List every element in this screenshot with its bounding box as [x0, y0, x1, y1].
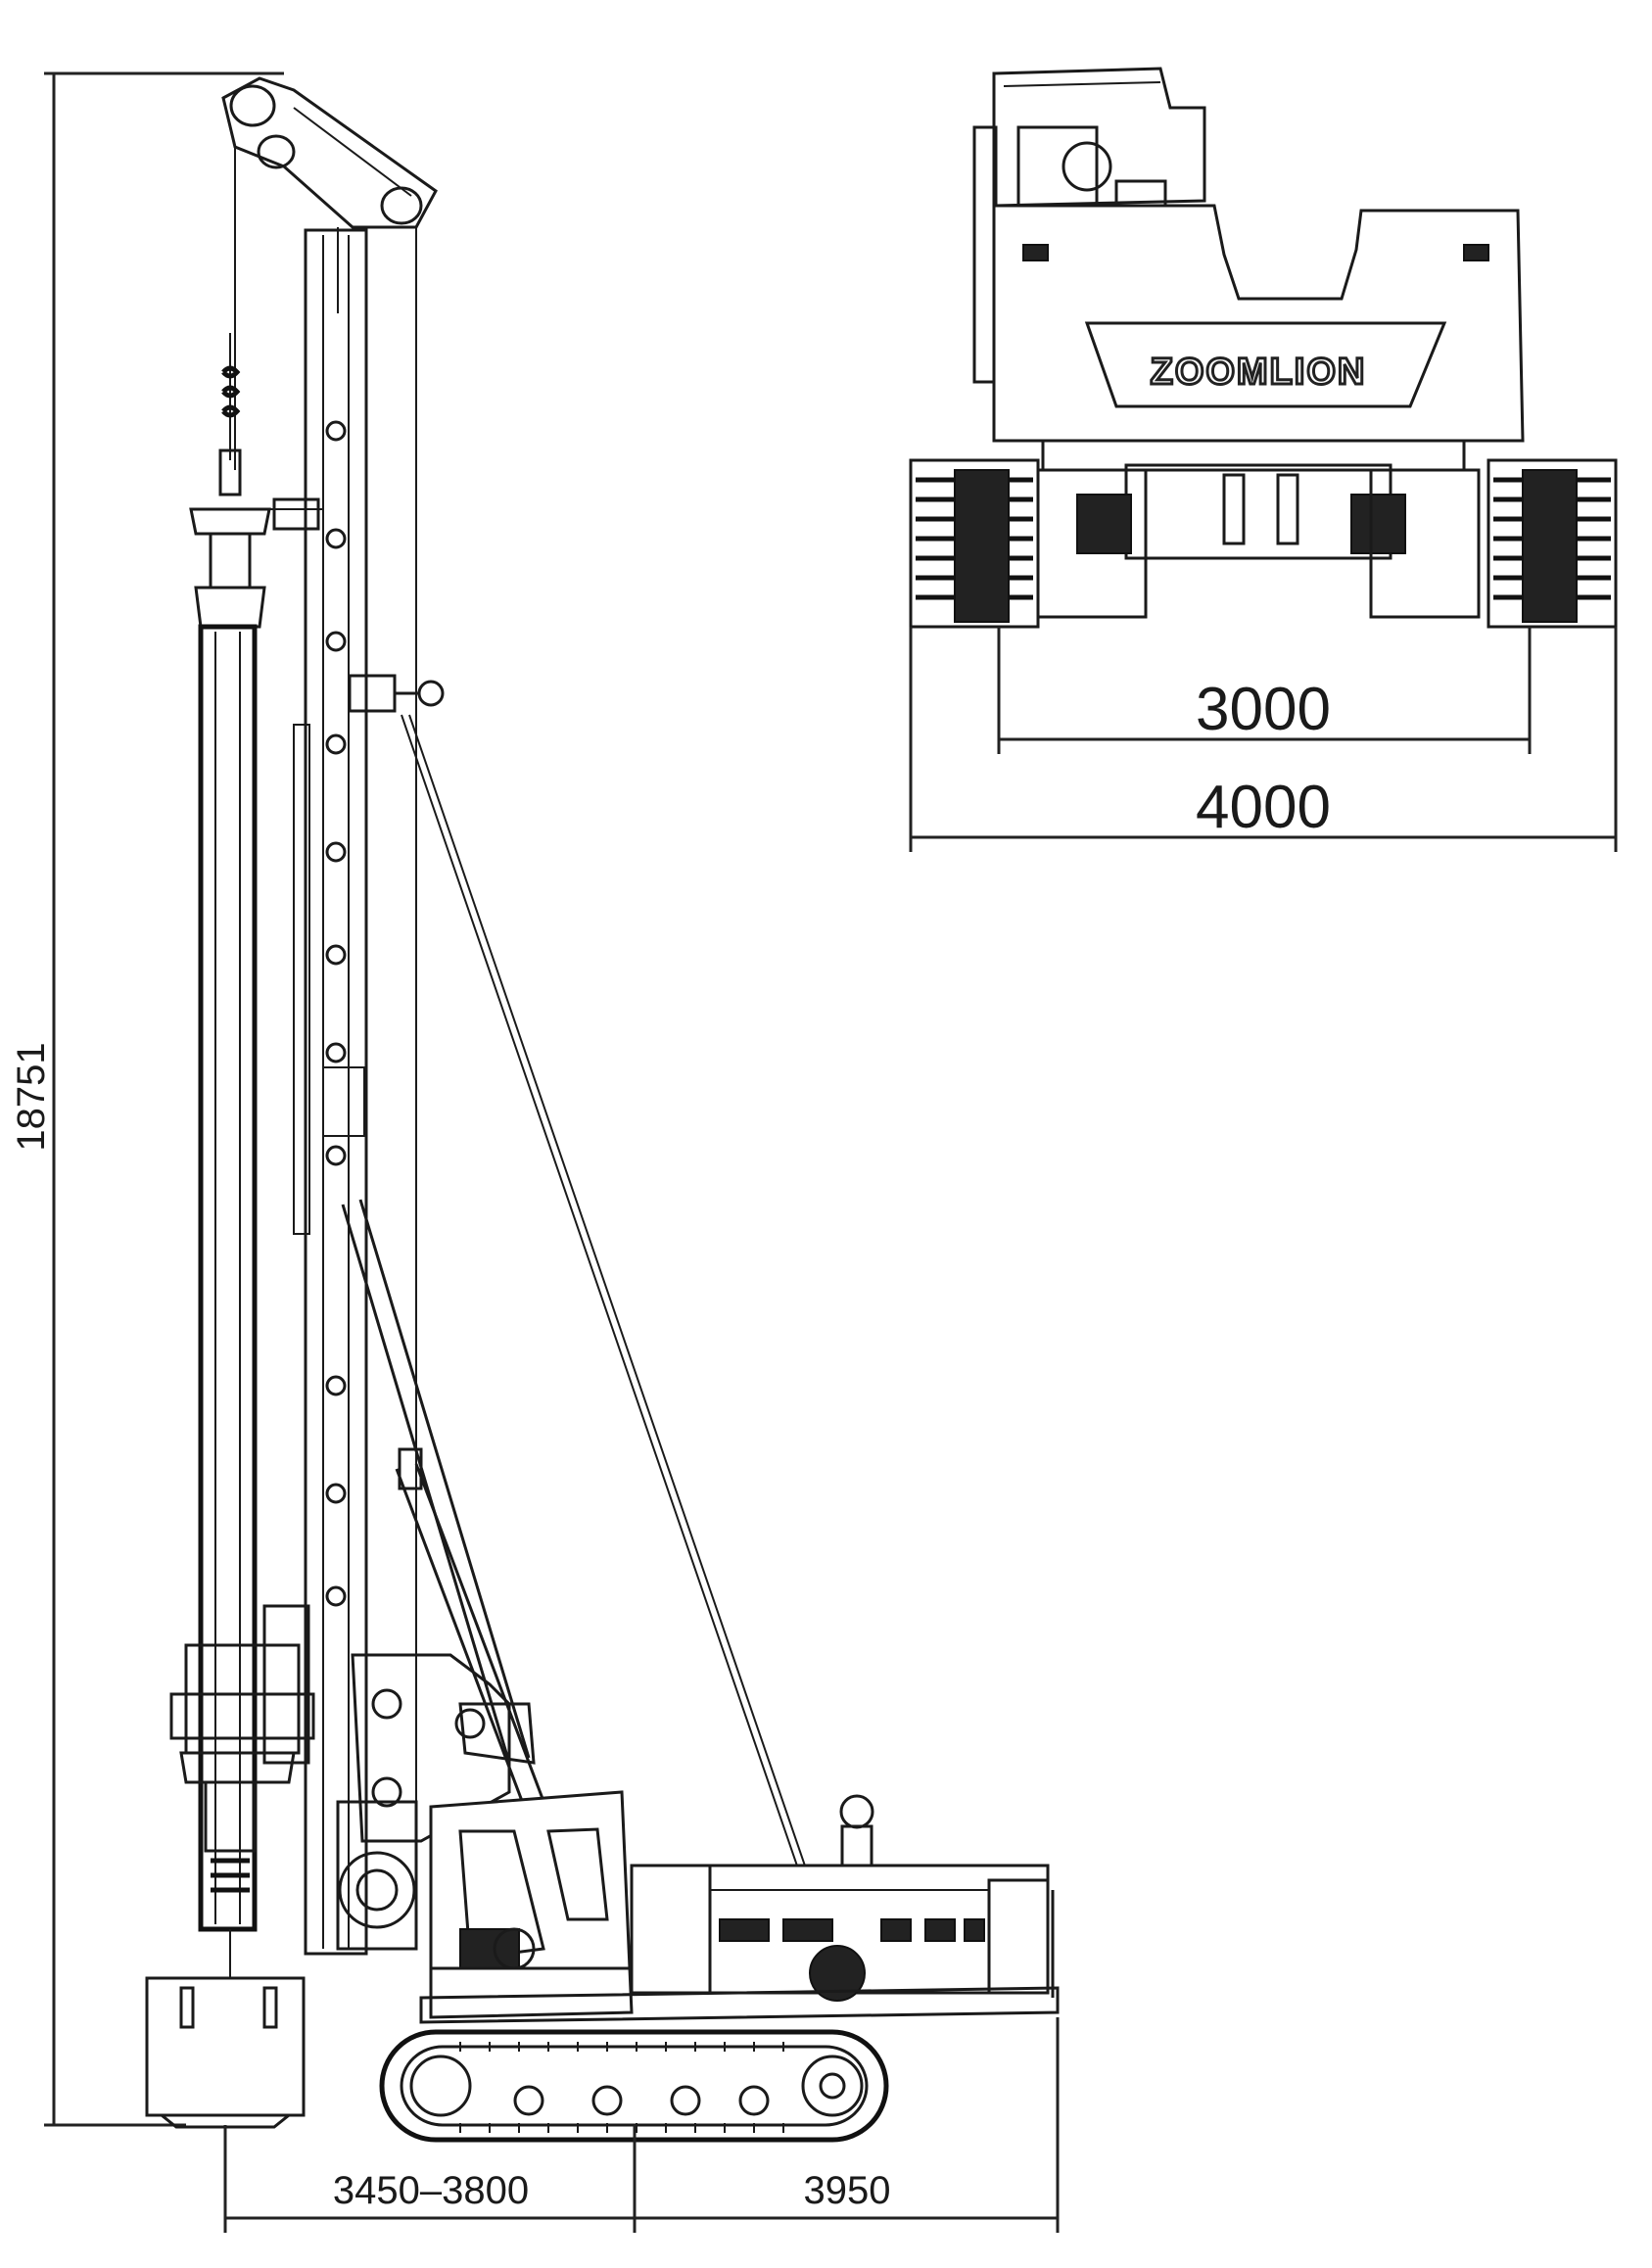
- front-view: ZOOMLION 30: [909, 67, 1618, 852]
- base-dimensions: 3450–3800 3950: [223, 2017, 1060, 2233]
- rotary-drive: [169, 1604, 315, 1893]
- front-working-radius-label: 3450–3800: [333, 2169, 529, 2212]
- height-dimension: 18751: [10, 71, 284, 2127]
- front-body: ZOOMLION: [992, 204, 1525, 443]
- track-gauge-label: 3000: [1196, 676, 1331, 743]
- front-cab: [972, 67, 1206, 384]
- overall-width-label: 4000: [1196, 774, 1331, 841]
- height-dimension-label: 18751: [10, 1042, 53, 1151]
- side-view: 18751: [10, 71, 1060, 2233]
- kelly-bar: [189, 333, 323, 1978]
- front-undercarriage: [1036, 439, 1481, 619]
- rear-length-label: 3950: [804, 2169, 891, 2212]
- front-brand-label: ZOOMLION: [1151, 352, 1367, 393]
- drilling-bucket: [145, 1976, 306, 2129]
- operator-cab: [429, 1790, 634, 2019]
- upper-deck: [419, 1986, 1060, 2024]
- backstay-cable: [401, 714, 841, 1969]
- front-dimensions: 3000 4000: [909, 627, 1618, 852]
- engine-housing: [630, 1794, 1055, 2002]
- front-track-right: [1487, 458, 1618, 629]
- front-track-left: [909, 458, 1040, 629]
- mast-head: [221, 76, 438, 1919]
- mast: [293, 228, 445, 1956]
- mast-holes: [325, 420, 347, 1607]
- pivot-linkage: [336, 1653, 536, 1951]
- crawler-track-side: [379, 2029, 889, 2143]
